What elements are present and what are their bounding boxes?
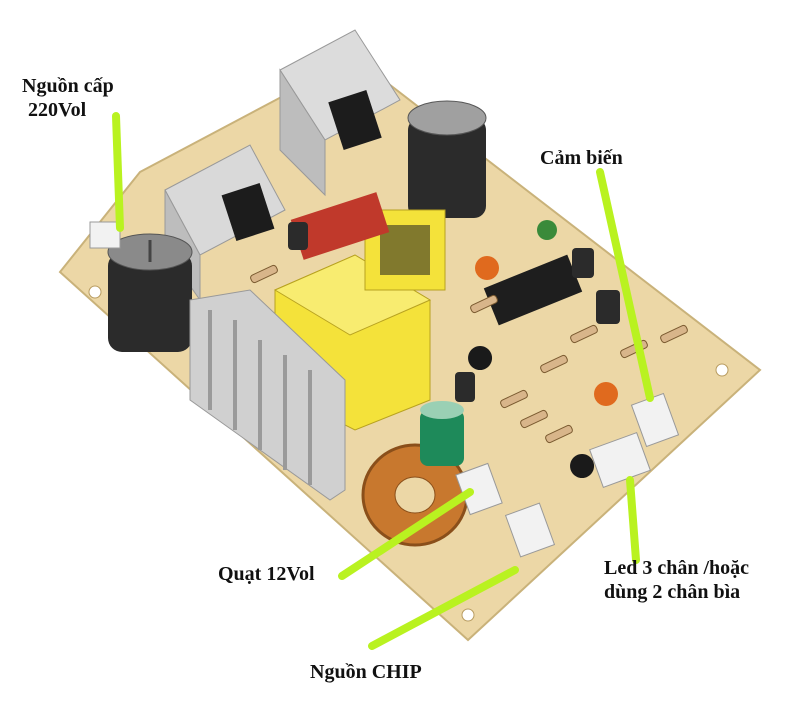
ceramic-capacitor: [537, 220, 557, 240]
label-power-supply: Nguồn cấp 220Vol: [22, 74, 114, 122]
label-chip-power: Nguồn CHIP: [310, 661, 422, 683]
ceramic-capacitor: [594, 382, 618, 406]
capacitor-large-left: [107, 233, 193, 352]
label-power-supply-line1: Nguồn cấp: [22, 75, 114, 97]
pointer-sensor: [596, 168, 654, 402]
heatsink-top-right: [279, 29, 401, 197]
pointer-led: [626, 476, 640, 564]
label-sensor: Cảm biến: [540, 147, 623, 169]
connector-chip-power: [504, 502, 556, 558]
transistor: [570, 454, 595, 478]
capacitor-small: [572, 248, 594, 278]
label-led: Led 3 chân /hoặc dùng 2 chân bìa: [604, 556, 749, 604]
transistor: [468, 346, 493, 370]
pointer-fan: [338, 488, 474, 580]
ic-chip: [483, 254, 583, 326]
label-power-supply-line2: 220Vol: [28, 99, 87, 121]
mounting-hole: [715, 363, 729, 377]
label-led-line2: dùng 2 chân bìa: [604, 581, 741, 603]
pointer-power: [112, 112, 124, 232]
capacitor-large-top: [407, 100, 487, 218]
capacitor-small: [596, 290, 620, 324]
film-capacitor: [290, 192, 390, 260]
label-fan: Quạt 12Vol: [218, 563, 315, 585]
toroid-coil: [361, 443, 469, 547]
mounting-hole: [461, 608, 475, 622]
mounting-hole: [88, 285, 102, 299]
connector-mains: [89, 221, 121, 249]
heatsink-bottom: [189, 289, 346, 501]
capacitor-small: [288, 222, 308, 250]
capacitor-green: [420, 401, 464, 466]
capacitor-small: [455, 372, 475, 402]
label-led-line1: Led 3 chân /hoặc: [604, 557, 750, 579]
pointer-lines: [112, 112, 654, 650]
pointer-chip: [368, 566, 519, 650]
ceramic-capacitor: [475, 256, 499, 280]
